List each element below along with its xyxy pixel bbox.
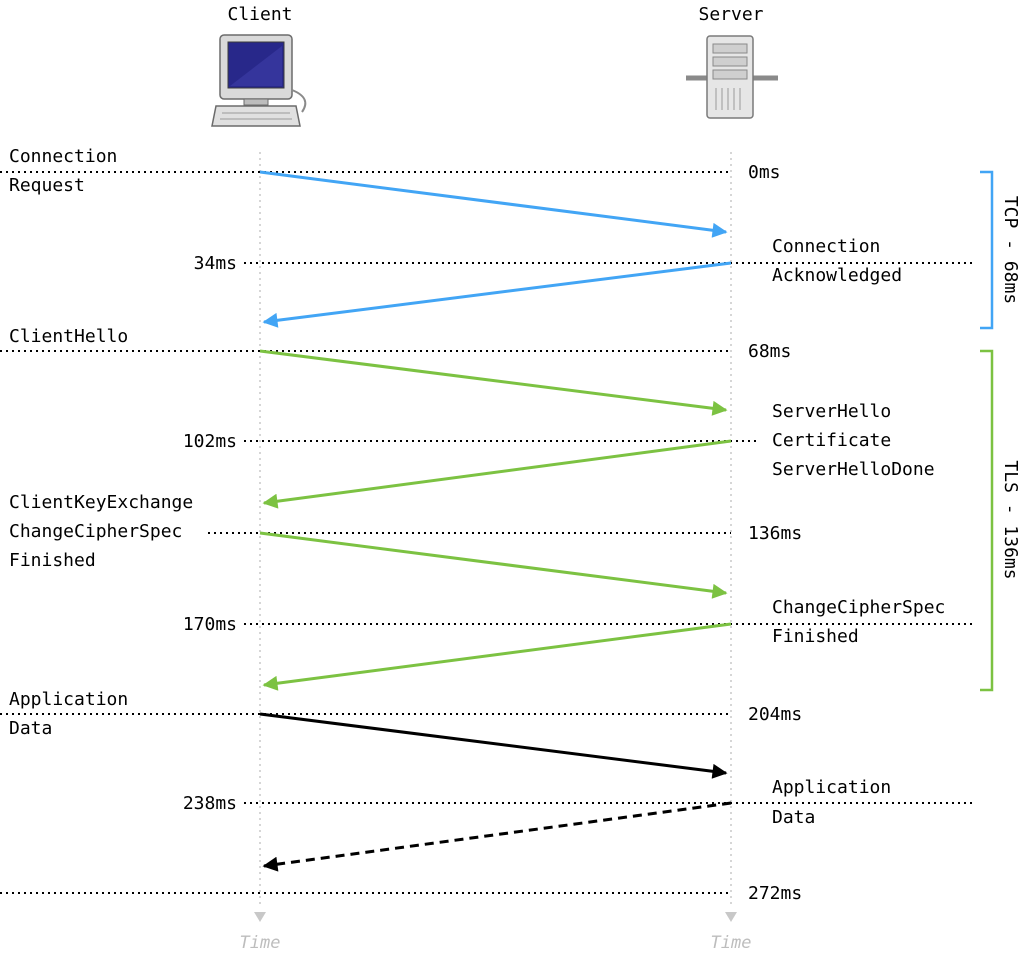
message-line: ServerHello — [772, 401, 891, 422]
message-line: Connection — [772, 236, 880, 257]
time-label-102ms: 102ms — [183, 431, 237, 452]
message-connection-request: Connection Request — [9, 146, 128, 196]
message-line: Data — [772, 807, 815, 828]
arrow-connection-request — [259, 170, 728, 238]
message-server-change-cipher-spec: ChangeCipherSpec Finished — [772, 597, 956, 647]
arrow-server-hello — [262, 439, 732, 509]
message-line: Request — [9, 175, 85, 196]
message-client-key-exchange: ClientKeyExchange ChangeCipherSpec Finis… — [9, 492, 204, 571]
tcp-phase-bracket — [980, 170, 994, 330]
message-connection-acknowledged: Connection Acknowledged — [772, 236, 902, 286]
message-server-application-data: Application Data — [772, 777, 902, 828]
server-tower-icon — [686, 35, 778, 119]
server-time-axis-label: Time — [711, 933, 752, 953]
time-label-170ms: 170ms — [183, 614, 237, 635]
tls-phase-label: TLS - 136ms — [1000, 460, 1021, 579]
time-label-204ms: 204ms — [748, 704, 802, 725]
time-label-68ms: 68ms — [748, 341, 791, 362]
arrow-client-key-exchange — [259, 531, 728, 599]
client-time-arrowhead — [254, 912, 266, 922]
message-line: Finished — [772, 626, 859, 647]
arrow-client-hello — [259, 349, 728, 416]
arrow-connection-acknowledged — [262, 261, 732, 328]
message-line: Certificate — [772, 430, 891, 451]
time-label-0ms: 0ms — [748, 162, 781, 183]
desktop-computer-icon — [211, 34, 307, 127]
message-client-application-data: Application Data — [9, 689, 139, 739]
server-time-arrowhead — [725, 912, 737, 922]
arrow-server-finished — [262, 622, 732, 691]
time-label-272ms: 272ms — [748, 883, 802, 904]
message-line: Acknowledged — [772, 265, 902, 286]
tcp-phase-label: TCP - 68ms — [1000, 196, 1021, 304]
arrow-server-application-data — [262, 801, 732, 872]
time-label-238ms: 238ms — [183, 793, 237, 814]
message-line: Data — [9, 718, 52, 739]
client-title: Client — [227, 4, 292, 25]
message-line: Finished — [9, 550, 96, 571]
time-label-136ms: 136ms — [748, 523, 802, 544]
message-line: Application — [772, 777, 891, 798]
message-line: ServerHelloDone — [772, 459, 935, 480]
message-line: ClientHello — [9, 326, 128, 347]
message-line: Application — [9, 689, 128, 710]
server-title: Server — [698, 4, 763, 25]
client-time-axis-label: Time — [240, 933, 281, 953]
message-line: Connection — [9, 146, 117, 167]
tls-phase-bracket — [980, 349, 994, 692]
message-client-hello: ClientHello — [9, 326, 128, 347]
message-line: ChangeCipherSpec — [9, 521, 182, 542]
message-server-hello: ServerHello Certificate ServerHelloDone — [772, 401, 935, 480]
arrow-client-application-data — [259, 712, 728, 779]
message-line: ChangeCipherSpec — [772, 597, 945, 618]
time-label-34ms: 34ms — [194, 253, 237, 274]
message-line: ClientKeyExchange — [9, 492, 193, 513]
